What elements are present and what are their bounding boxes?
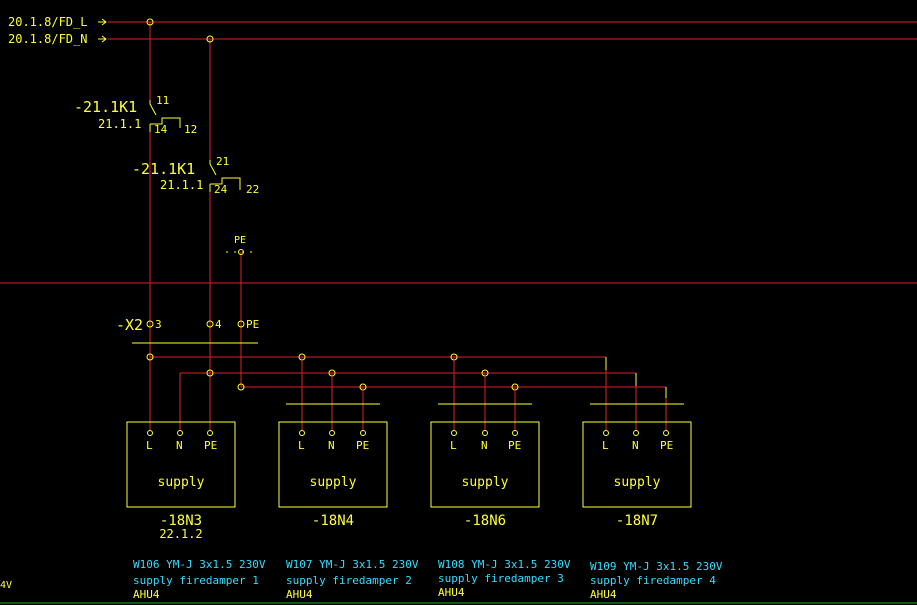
- feed-L-arrow-icon: [98, 18, 107, 26]
- device-pin-L: L: [602, 439, 609, 452]
- device-name: -18N3: [160, 513, 202, 529]
- terminal-t2: 4: [215, 318, 222, 331]
- device-label: supply: [310, 475, 357, 490]
- cable-info-4[interactable]: W109 YM-J 3x1.5 230V supply firedamper 4…: [590, 560, 723, 601]
- device-pin-PE: PE: [356, 439, 369, 452]
- device-label: supply: [462, 475, 509, 490]
- device-pin-L: L: [146, 439, 153, 452]
- device-drops: [301, 357, 667, 430]
- cable-spec: W106 YM-J 3x1.5 230V: [133, 558, 266, 571]
- junction-dot: [237, 383, 245, 391]
- feed-L-label[interactable]: 20.1.8/FD_L: [8, 15, 87, 29]
- relay1-pin-c: 12: [184, 123, 197, 136]
- relay-contact-1[interactable]: -21.1K1 21.1.1 11 14 12: [74, 94, 197, 136]
- device-name: -18N4: [312, 513, 354, 529]
- relay1-pin-a: 11: [156, 94, 169, 107]
- terminal-name: -X2: [116, 316, 143, 334]
- relay2-pin-a: 21: [216, 155, 229, 168]
- cable-unit: AHU4: [438, 586, 465, 599]
- device-pin-PE: PE: [204, 439, 217, 452]
- relay1-name: -21.1K1: [74, 98, 137, 116]
- feed-N-label[interactable]: 20.1.8/FD_N: [8, 32, 87, 46]
- cable-spec: W109 YM-J 3x1.5 230V: [590, 560, 723, 573]
- device-18N6[interactable]: L N PE supply -18N6: [430, 421, 540, 529]
- corner-label: 4V: [0, 580, 12, 591]
- device-pin-L: L: [298, 439, 305, 452]
- relay2-pin-c: 22: [246, 183, 259, 196]
- cable-info-1[interactable]: W106 YM-J 3x1.5 230V supply firedamper 1…: [133, 558, 266, 601]
- device-18N4[interactable]: L N PE supply -18N4: [278, 421, 388, 529]
- relay2-pin-b: 24: [214, 183, 228, 196]
- device-18N3[interactable]: L N PE supply -18N3 22.1.2: [126, 421, 236, 541]
- terminal-t1: 3: [155, 318, 162, 331]
- cable-unit: AHU4: [133, 588, 160, 601]
- device-label: supply: [158, 475, 205, 490]
- junction-dot: [206, 35, 214, 43]
- relay1-pin-b: 14: [154, 123, 168, 136]
- device-name: -18N6: [464, 513, 506, 529]
- device-pin-N: N: [481, 439, 488, 452]
- device-ref: 22.1.2: [159, 527, 202, 541]
- device-pin-L: L: [450, 439, 457, 452]
- junction-dot: [146, 18, 154, 26]
- device-label: supply: [614, 475, 661, 490]
- relay1-ref: 21.1.1: [98, 117, 141, 131]
- cable-spec: W108 YM-J 3x1.5 230V: [438, 558, 571, 571]
- cable-unit: AHU4: [590, 588, 617, 601]
- device-pin-N: N: [328, 439, 335, 452]
- device-name: -18N7: [616, 513, 658, 529]
- pe-source-label: PE: [234, 235, 246, 246]
- device-18N7[interactable]: L N PE supply -18N7: [582, 421, 692, 529]
- device-pin-N: N: [176, 439, 183, 452]
- cable-desc: supply firedamper 1: [133, 574, 259, 587]
- junction-dot: [146, 353, 154, 361]
- device-pin-PE: PE: [508, 439, 521, 452]
- device-pin-PE: PE: [660, 439, 673, 452]
- cable-desc: supply firedamper 3: [438, 572, 564, 585]
- terminal-strip-x2[interactable]: -X2 3 4 PE: [116, 316, 259, 344]
- terminal-t3: PE: [246, 318, 259, 331]
- feed-N-arrow-icon: [98, 35, 107, 43]
- junction-dot: [238, 249, 244, 255]
- relay2-ref: 21.1.1: [160, 178, 203, 192]
- cable-desc: supply firedamper 4: [590, 574, 716, 587]
- device-pin-N: N: [632, 439, 639, 452]
- cable-unit: AHU4: [286, 588, 313, 601]
- cable-info-3[interactable]: W108 YM-J 3x1.5 230V supply firedamper 3…: [438, 558, 571, 599]
- relay-contact-2[interactable]: -21.1K1 21.1.1 21 24 22: [132, 155, 259, 196]
- cable-spec: W107 YM-J 3x1.5 230V: [286, 558, 419, 571]
- relay2-name: -21.1K1: [132, 160, 195, 178]
- cable-desc: supply firedamper 2: [286, 574, 412, 587]
- junction-dot: [206, 369, 214, 377]
- cable-info-2[interactable]: W107 YM-J 3x1.5 230V supply firedamper 2…: [286, 558, 419, 601]
